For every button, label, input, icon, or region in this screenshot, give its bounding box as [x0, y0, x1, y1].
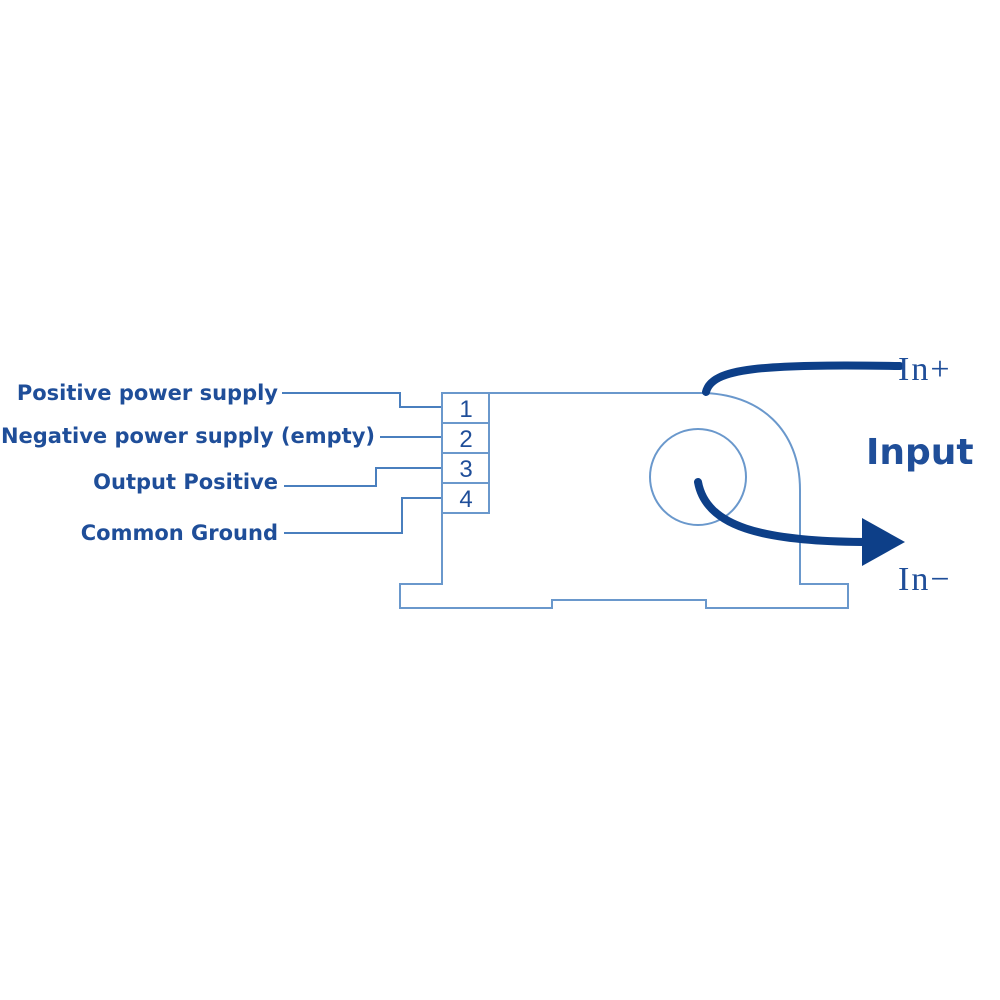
- label-in-minus: In−: [898, 561, 952, 598]
- label-positive-power-supply: Positive power supply: [17, 381, 278, 405]
- label-output-positive: Output Positive: [93, 470, 278, 494]
- label-input: Input: [866, 432, 974, 473]
- pin-number-2: 2: [459, 426, 472, 453]
- label-in-plus: In+: [898, 351, 952, 388]
- input-wire-positive: [702, 361, 904, 396]
- pin-number-4: 4: [459, 486, 472, 513]
- label-negative-power-supply: Negative power supply (empty): [1, 424, 375, 448]
- pin-number-3: 3: [459, 456, 472, 483]
- sensor-housing: [399, 392, 849, 609]
- pin-number-1: 1: [459, 396, 472, 423]
- current-aperture: [649, 428, 747, 526]
- current-direction-arrow-icon: [862, 518, 905, 566]
- input-wire-negative: [694, 478, 874, 546]
- leader-line-pin1: [282, 392, 442, 408]
- leader-line-pin3: [284, 467, 442, 487]
- leader-line-pin4: [284, 497, 442, 534]
- label-common-ground: Common Ground: [81, 521, 278, 545]
